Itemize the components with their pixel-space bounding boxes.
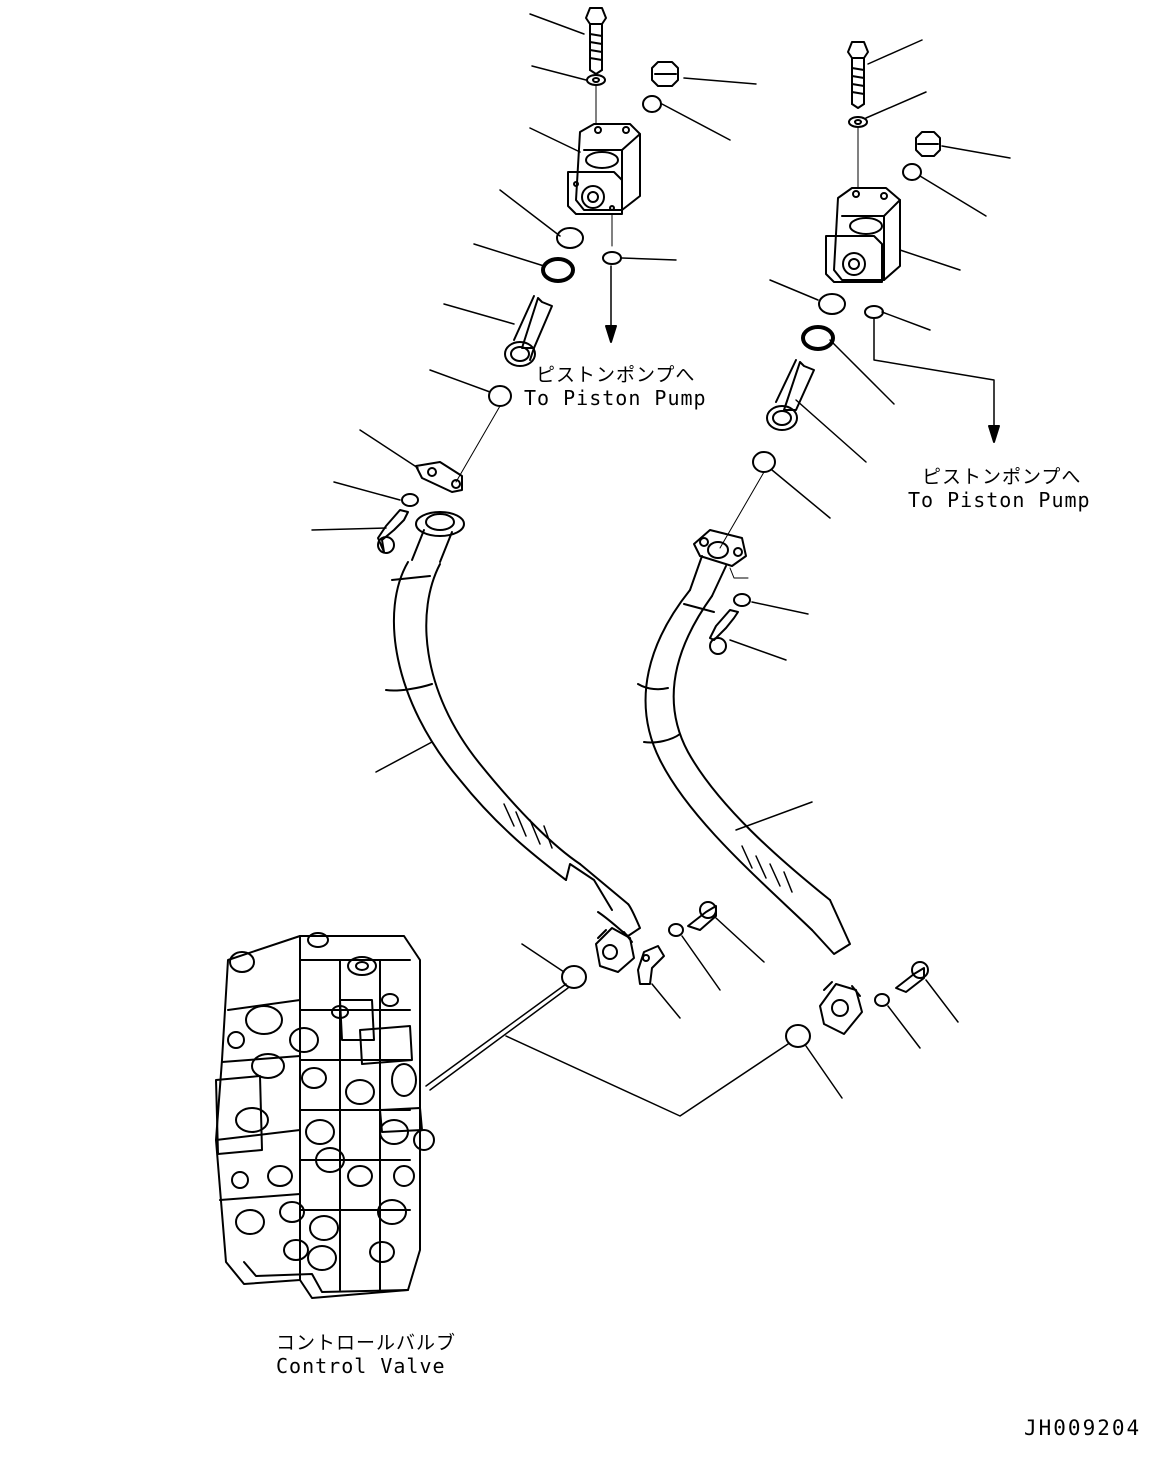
valve-connection-lines: [425, 983, 789, 1117]
right-pump-label-en: To Piston Pump: [908, 488, 1091, 512]
left-pump-label-en: To Piston Pump: [524, 386, 707, 410]
right-leader-lines: [729, 39, 1011, 1099]
right-oring-a: [818, 293, 846, 315]
left-flange-bolt: [377, 509, 409, 554]
right-flange-bolt: [709, 609, 739, 655]
right-arrow-to-pump: [873, 317, 1000, 443]
drawing-reference-number: JH009204: [1024, 1416, 1142, 1440]
right-lower-flange: [819, 981, 863, 1035]
right-leader-bracket: [729, 567, 749, 579]
left-oring-small: [642, 95, 662, 113]
left-arrow-to-pump: [605, 265, 617, 343]
right-hose-marks: [741, 845, 793, 893]
right-lower-oring: [785, 1024, 811, 1048]
right-seal-ring: [801, 325, 835, 351]
left-lower-bolt: [687, 901, 717, 931]
left-bolt: [585, 7, 607, 75]
right-pump-label-jp: ピストンポンプへ: [922, 466, 1082, 488]
right-hose: [637, 589, 851, 955]
left-lower-oring: [561, 965, 587, 989]
left-leader-lines: [311, 13, 765, 1019]
control-valve: [215, 932, 435, 1299]
right-washer-c: [874, 993, 890, 1007]
left-pump-label-jp: ピストンポンプへ: [536, 364, 696, 386]
left-hose: [385, 561, 641, 937]
left-washer-b: [401, 493, 419, 507]
right-sleeve: [766, 359, 815, 431]
right-plug: [915, 131, 941, 157]
left-oring-c: [488, 385, 512, 407]
left-oring-a: [556, 227, 584, 249]
right-washer-b: [733, 593, 751, 607]
left-seal-ring: [541, 257, 575, 283]
right-lower-bolt: [895, 961, 929, 993]
left-block: [567, 123, 641, 215]
left-washer-c: [668, 923, 684, 937]
left-hose-marks: [503, 803, 553, 849]
left-split-flange-b: [637, 945, 665, 985]
right-oring-small: [902, 163, 922, 181]
left-oring-b: [602, 251, 622, 265]
left-split-flange: [415, 461, 463, 493]
left-hose-top-fitting: [411, 511, 465, 563]
left-lower-flange: [595, 927, 635, 973]
right-bolt: [847, 41, 869, 109]
left-washer: [586, 74, 606, 86]
control-valve-label-jp: コントロールバルブ: [276, 1332, 457, 1354]
right-oring-c: [752, 451, 776, 473]
right-washer: [848, 116, 868, 128]
control-valve-label-en: Control Valve: [276, 1354, 446, 1378]
right-oring-b: [864, 305, 884, 319]
right-hose-top-fitting: [689, 529, 747, 597]
left-plug: [651, 61, 679, 87]
right-block: [825, 187, 901, 283]
left-sleeve: [504, 295, 553, 367]
